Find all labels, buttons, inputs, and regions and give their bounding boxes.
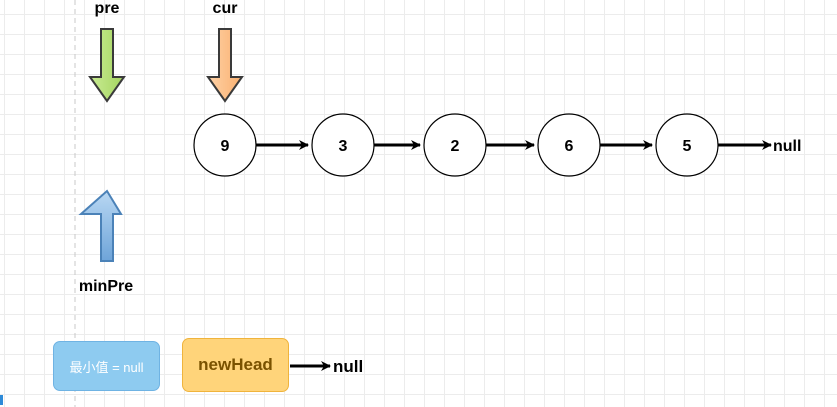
arrow-down-icon bbox=[88, 28, 126, 103]
svg-text:3: 3 bbox=[339, 138, 348, 155]
list-node: 6 bbox=[537, 113, 601, 177]
svg-text:9: 9 bbox=[221, 138, 230, 155]
svg-text:2: 2 bbox=[451, 138, 460, 155]
list-node: 5 bbox=[655, 113, 719, 177]
min-value-box: 最小值 = null bbox=[53, 341, 160, 391]
min-pre-label: minPre bbox=[79, 278, 133, 295]
list-node: 3 bbox=[311, 113, 375, 177]
cur-label: cur bbox=[213, 0, 238, 17]
arrow-down-icon bbox=[206, 28, 244, 103]
svg-text:6: 6 bbox=[565, 138, 574, 155]
new-head-box: newHead bbox=[182, 338, 289, 392]
svg-text:5: 5 bbox=[683, 138, 692, 155]
edge-marker bbox=[0, 395, 3, 405]
list-terminal-null: null bbox=[773, 138, 801, 155]
pre-label: pre bbox=[95, 0, 120, 17]
min-value-label: 最小值 = null bbox=[69, 359, 144, 375]
new-head-label: newHead bbox=[198, 355, 273, 374]
arrow-up-icon bbox=[78, 189, 123, 262]
list-node: 9 bbox=[193, 113, 257, 177]
new-head-terminal-null: null bbox=[333, 357, 363, 376]
list-node: 2 bbox=[423, 113, 487, 177]
